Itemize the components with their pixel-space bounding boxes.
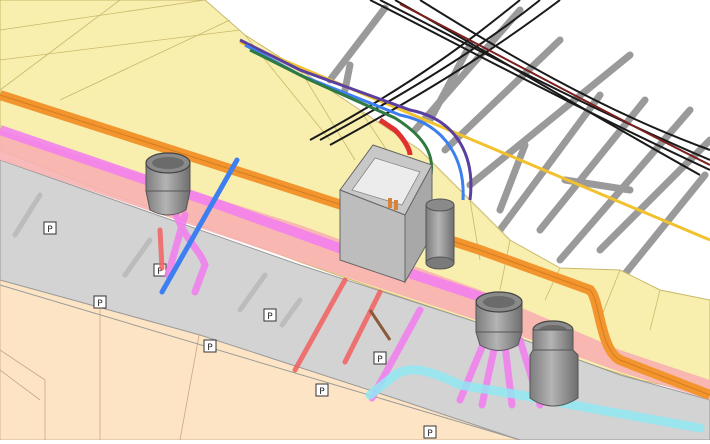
brown-pipe bbox=[368, 309, 392, 341]
red-cable bbox=[399, 3, 710, 166]
anchor-rod bbox=[561, 176, 634, 194]
upper-anchor-rods bbox=[326, 4, 710, 284]
svg-text:P: P bbox=[97, 299, 103, 309]
middle-tank[interactable] bbox=[475, 291, 523, 351]
deck-edge bbox=[0, 284, 521, 441]
blue-pipe bbox=[159, 157, 240, 295]
anchor-rod bbox=[466, 51, 634, 189]
anchor-marker-icon: P bbox=[263, 308, 277, 322]
right-tank[interactable] bbox=[529, 320, 579, 407]
anchor-marker-icon: P bbox=[315, 383, 329, 397]
anchor-rod bbox=[496, 91, 604, 234]
anchor-rod bbox=[496, 141, 529, 214]
anchor-rod bbox=[556, 106, 694, 264]
red-pipes bbox=[157, 227, 383, 373]
anchor-rod bbox=[326, 4, 389, 84]
svg-text:P: P bbox=[207, 343, 213, 353]
anchor-rod bbox=[237, 272, 268, 313]
anchor-rod bbox=[441, 36, 564, 154]
yellow-cable bbox=[239, 40, 710, 242]
anchor-rod bbox=[12, 192, 43, 238]
deck-anchors bbox=[12, 192, 303, 328]
svg-text:P: P bbox=[267, 312, 273, 322]
anchor-marker-icon: P bbox=[203, 339, 217, 353]
anchor-markers[interactable]: P P P P P P P P bbox=[43, 221, 437, 439]
svg-text:P: P bbox=[47, 225, 53, 235]
anchor-marker-icon: P bbox=[43, 221, 57, 235]
cyan-pipe bbox=[365, 365, 705, 433]
anchor-rod bbox=[279, 297, 303, 328]
anchor-rod bbox=[426, 41, 474, 124]
svg-text:P: P bbox=[157, 267, 163, 277]
anchor-rod bbox=[536, 96, 649, 234]
foundation-mesh bbox=[0, 300, 201, 441]
svg-text:P: P bbox=[319, 387, 325, 397]
anchor-marker-icon: P bbox=[373, 351, 387, 365]
concrete-chamber[interactable] bbox=[339, 144, 433, 284]
anchor-rod bbox=[122, 237, 153, 278]
svg-text:P: P bbox=[427, 429, 433, 439]
svg-text:P: P bbox=[377, 355, 383, 365]
red-conduit-stub bbox=[378, 117, 413, 156]
anchor-marker-icon: P bbox=[93, 295, 107, 309]
standing-cylinder[interactable] bbox=[425, 198, 455, 270]
anchor-marker-icon: P bbox=[423, 425, 437, 439]
anchor-rod bbox=[596, 136, 710, 254]
magenta-duct bbox=[0, 125, 522, 315]
left-tank[interactable] bbox=[145, 152, 191, 216]
anchor-rod bbox=[616, 171, 709, 284]
